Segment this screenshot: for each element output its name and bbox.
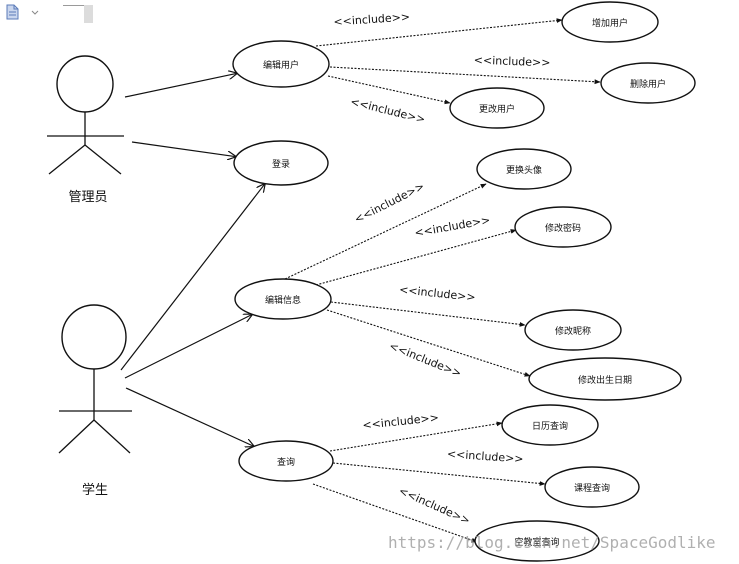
use-case-ellipse	[524, 309, 622, 351]
use-case-ellipse	[238, 440, 334, 482]
use-case-ellipse	[234, 278, 332, 320]
include-edit-info-change-birthday	[326, 309, 531, 377]
actor-student-label: 学生	[82, 482, 108, 498]
use-case-update-user[interactable]: 更改用户	[449, 87, 545, 129]
include-query-calendar-query	[329, 421, 503, 452]
use-case-login[interactable]: 登录	[233, 140, 329, 186]
association-admin-edit-user	[124, 73, 237, 98]
include-edit-user-update-user	[327, 75, 451, 105]
use-case-label: 空教室查询	[514, 536, 559, 548]
actor-admin[interactable]: 管理员	[47, 55, 124, 205]
use-case-add-user[interactable]: 增加用户	[561, 1, 659, 43]
actor-leg-left	[58, 419, 95, 454]
use-case-label: 修改密码	[545, 222, 581, 234]
use-case-label: 更改用户	[479, 103, 515, 115]
use-case-label: 删除用户	[630, 78, 666, 90]
use-case-change-password[interactable]: 修改密码	[514, 206, 612, 248]
use-case-delete-user[interactable]: 删除用户	[600, 62, 696, 104]
actor-head	[61, 304, 127, 370]
use-case-change-birthday[interactable]: 修改出生日期	[528, 357, 682, 401]
toolbar-line	[63, 5, 85, 6]
include-label: <<include>>	[387, 339, 463, 380]
use-case-ellipse	[514, 206, 612, 248]
include-label: <<include>>	[362, 411, 440, 432]
use-case-label: 日历查询	[532, 420, 568, 432]
use-case-query[interactable]: 查询	[238, 440, 334, 482]
actor-admin-label: 管理员	[68, 190, 107, 205]
include-edit-user-delete-user	[329, 66, 601, 85]
actor-student[interactable]: 学生	[58, 304, 132, 498]
include-edit-info-change-nickname	[330, 301, 526, 327]
use-case-classroom-query[interactable]: 空教室查询	[474, 520, 600, 562]
include-label: <<include>>	[399, 283, 477, 304]
use-case-ellipse	[600, 62, 696, 104]
use-case-label: 编辑信息	[265, 294, 301, 306]
use-case-ellipse	[561, 1, 659, 43]
include-label: <<include>>	[397, 484, 472, 527]
use-case-ellipse	[544, 466, 640, 508]
use-case-label: 修改昵称	[555, 325, 591, 337]
include-query-course-query	[332, 462, 546, 486]
use-case-edit-info[interactable]: 编辑信息	[234, 278, 332, 320]
include-edit-user-add-user	[315, 18, 563, 47]
include-label: <<include>>	[413, 213, 491, 239]
use-case-label: 查询	[277, 456, 295, 468]
actor-leg-left	[48, 144, 86, 175]
association-student-query	[125, 387, 254, 446]
include-label: <<include>>	[447, 447, 524, 465]
actor-head	[56, 55, 114, 113]
use-case-ellipse	[476, 148, 572, 190]
use-case-label: 更换头像	[506, 164, 542, 176]
association-admin-login	[131, 141, 236, 157]
use-case-calendar-query[interactable]: 日历查询	[501, 404, 599, 446]
use-case-edit-user[interactable]: 编辑用户	[232, 40, 330, 88]
use-case-label: 增加用户	[592, 17, 628, 29]
use-case-label: 课程查询	[574, 482, 610, 494]
include-label: <<include>>	[352, 180, 426, 226]
include-label: <<include>>	[349, 95, 427, 126]
use-case-label: 修改出生日期	[578, 374, 632, 386]
use-case-ellipse	[232, 40, 330, 88]
use-case-ellipse	[528, 357, 682, 401]
include-label: <<include>>	[333, 10, 410, 28]
actor-leg-right	[93, 419, 131, 454]
use-case-label: 登录	[272, 159, 290, 170]
use-case-ellipse	[233, 140, 329, 186]
include-query-classroom-query	[312, 483, 478, 543]
use-case-label: 编辑用户	[263, 59, 299, 71]
toolbar-bar	[84, 5, 93, 23]
use-case-ellipse	[501, 404, 599, 446]
use-case-ellipse	[449, 87, 545, 129]
use-case-change-avatar[interactable]: 更换头像	[476, 148, 572, 190]
include-label: <<include>>	[474, 54, 551, 70]
use-case-course-query[interactable]: 课程查询	[544, 466, 640, 508]
association-student-edit-info	[124, 314, 252, 379]
document-icon[interactable]	[6, 4, 40, 20]
include-edit-info-change-password	[315, 229, 517, 286]
watermark: https://blog.csdn.net/SpaceGodlike	[388, 533, 716, 552]
use-case-change-nickname[interactable]: 修改昵称	[524, 309, 622, 351]
use-case-ellipse	[474, 520, 600, 562]
actor-leg-right	[84, 144, 122, 175]
association-student-login	[120, 184, 265, 371]
